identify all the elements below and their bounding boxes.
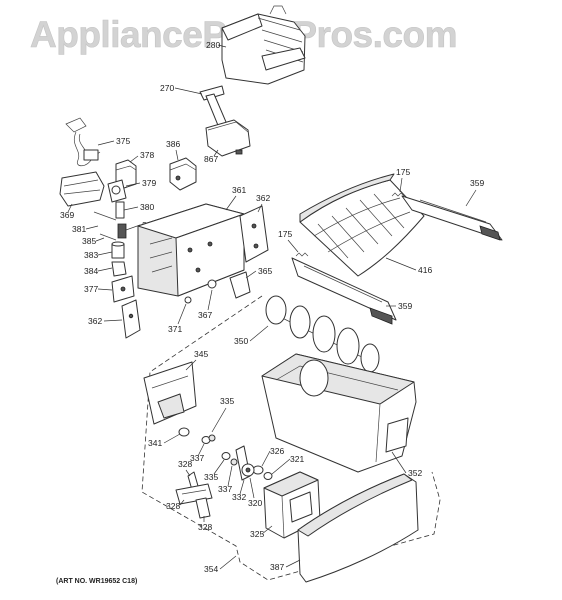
callout-326: 326 [270, 446, 284, 456]
callout-335-lower: 335 [204, 472, 218, 482]
washers-upper-part [201, 434, 216, 444]
callout-359-upper: 359 [470, 178, 484, 188]
callout-375: 375 [116, 136, 130, 146]
ring-341-part [178, 427, 190, 437]
parts-328 [175, 471, 213, 519]
callout-325: 325 [250, 529, 264, 539]
callout-378: 378 [140, 150, 154, 160]
washers-lower-part [221, 452, 238, 466]
callout-362-lower: 362 [88, 316, 102, 326]
callout-328-left: 328 [166, 501, 180, 511]
auger-motor-part [59, 171, 127, 207]
callout-280: 280 [206, 40, 220, 50]
rail-359-lower-part [291, 257, 397, 325]
callout-383: 383 [84, 250, 98, 260]
callout-320: 320 [248, 498, 262, 508]
clip-365-part [229, 271, 251, 299]
dispenser-housing-part [137, 203, 245, 297]
callout-332: 332 [232, 492, 246, 502]
callout-335-upper: 335 [220, 396, 234, 406]
auger-350-part [265, 295, 380, 373]
callout-386: 386 [166, 139, 180, 149]
cover-387-part [297, 473, 419, 583]
callout-387: 387 [270, 562, 284, 572]
plate-345-part [143, 361, 197, 425]
callout-337-lower: 337 [218, 484, 232, 494]
callout-385: 385 [82, 236, 96, 246]
callout-361: 361 [232, 185, 246, 195]
callout-175-lower: 175 [278, 229, 292, 239]
callout-381: 381 [72, 224, 86, 234]
callout-345: 345 [194, 349, 208, 359]
callout-321: 321 [290, 454, 304, 464]
callout-380: 380 [140, 202, 154, 212]
nut-367-part [207, 279, 217, 289]
callout-377: 377 [84, 284, 98, 294]
callout-359-lower: 359 [398, 301, 412, 311]
assembly-outline [141, 295, 441, 581]
callout-352: 352 [408, 468, 422, 478]
callout-328-bottom: 328 [198, 522, 212, 532]
callout-328-top: 328 [178, 459, 192, 469]
callout-867: 867 [204, 154, 218, 164]
ice-maker-part [221, 5, 306, 85]
bracket-362-lower-part [121, 299, 141, 339]
small-hardware-parts [93, 201, 127, 277]
callout-367: 367 [198, 310, 212, 320]
callout-369: 369 [60, 210, 74, 220]
callout-379: 379 [142, 178, 156, 188]
callout-337-upper: 337 [190, 453, 204, 463]
callout-341: 341 [148, 438, 162, 448]
callout-371: 371 [168, 324, 182, 334]
callout-365: 365 [258, 266, 272, 276]
rail-359-upper-part [401, 195, 503, 241]
callout-350: 350 [234, 336, 248, 346]
screw-371-part [184, 296, 192, 304]
spring-175-lower-part [295, 252, 309, 257]
callout-175-upper: 175 [396, 167, 410, 177]
bracket-362-upper-part [239, 205, 269, 263]
gear-motor-part [169, 157, 197, 191]
ice-tray-part [205, 119, 251, 157]
ice-bucket-352-part [261, 353, 417, 473]
callout-416: 416 [418, 265, 432, 275]
callout-270: 270 [160, 83, 174, 93]
callout-384: 384 [84, 266, 98, 276]
callout-362-upper: 362 [256, 193, 270, 203]
cam-320-part [241, 463, 255, 477]
bracket-377-part [111, 275, 135, 303]
callout-354: 354 [204, 564, 218, 574]
wire-harness-part [65, 117, 101, 167]
shelf-416-part [299, 173, 425, 277]
spring-175-upper-part [391, 192, 405, 197]
art-number: (ART NO. WR19652 C18) [56, 578, 137, 585]
clip-321-part [263, 472, 273, 480]
